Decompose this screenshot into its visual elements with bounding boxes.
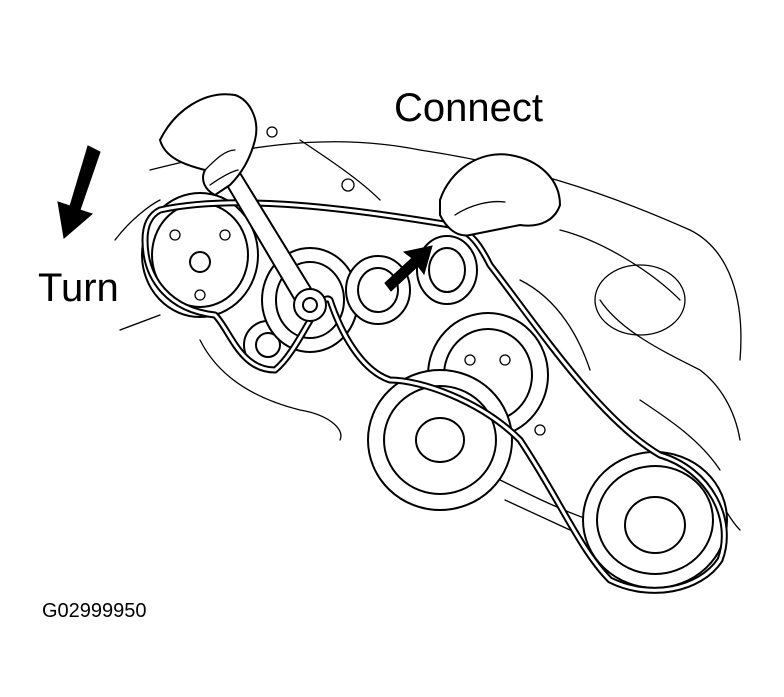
connect-label: Connect bbox=[394, 86, 543, 130]
turn-label: Turn bbox=[38, 266, 119, 310]
figure-code: G02999950 bbox=[42, 600, 147, 622]
power-steering-pulley bbox=[141, 192, 259, 318]
turn-arrow-icon bbox=[57, 145, 101, 239]
drive-belt bbox=[141, 199, 728, 594]
right-hand bbox=[439, 153, 562, 237]
connect-arrow-icon bbox=[384, 245, 433, 292]
idler-pulley-upper bbox=[416, 235, 478, 305]
idler-pulley-mid bbox=[345, 255, 411, 325]
alternator-pulley bbox=[582, 451, 728, 589]
left-hand bbox=[158, 93, 258, 197]
